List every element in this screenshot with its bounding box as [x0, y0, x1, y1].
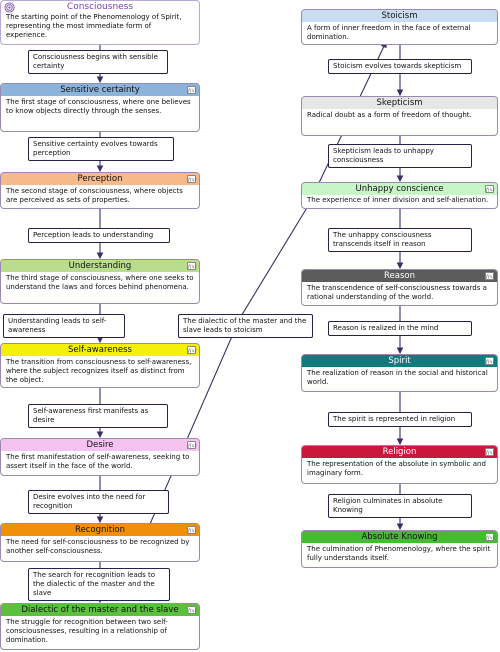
relation-label[interactable]: Reason is realized in the mind — [328, 321, 472, 336]
formula-icon: f(x) — [485, 533, 495, 541]
node-title: Desire — [1, 439, 199, 451]
node-title: Sensitive certainty — [1, 84, 199, 96]
formula-icon: f(x) — [187, 86, 197, 94]
node-description: The second stage of consciousness, where… — [6, 187, 183, 205]
node-stoicism[interactable]: Stoicism A form of inner freedom in the … — [301, 9, 498, 45]
formula-icon: f(x) — [485, 272, 495, 280]
node-understanding[interactable]: Understanding f(x) The third stage of co… — [0, 259, 200, 304]
node-description: A form of inner freedom in the face of e… — [307, 24, 471, 42]
relation-label[interactable]: Sensitive certainty evolves towards perc… — [28, 137, 174, 161]
node-description: The struggle for recognition between two… — [6, 618, 168, 645]
formula-icon: f(x) — [187, 262, 197, 270]
node-absolute-knowing[interactable]: Absolute Knowing f(x) The culmination of… — [301, 530, 498, 568]
node-self-awareness[interactable]: Self-awareness f(x) The transition from … — [0, 343, 200, 388]
node-desire[interactable]: Desire f(x) The first manifestation of s… — [0, 438, 200, 476]
node-religion[interactable]: Religion f(x) The representation of the … — [301, 445, 498, 484]
node-description: The realization of reason in the social … — [307, 369, 488, 387]
relation-label[interactable]: The dialectic of the master and the slav… — [178, 314, 313, 338]
node-title: Recognition — [1, 524, 199, 536]
relation-label[interactable]: Understanding leads to self-awareness — [3, 314, 125, 338]
relation-label[interactable]: Religion culminates in absolute Knowing — [328, 494, 472, 518]
relation-label[interactable]: The unhappy consciousness transcends its… — [328, 228, 472, 252]
node-sensitive-certainty[interactable]: Sensitive certainty f(x) The first stage… — [0, 83, 200, 132]
node-consciousness[interactable]: Consciousness The starting point of the … — [0, 0, 200, 45]
node-description: The starting point of the Phenomenology … — [6, 13, 182, 40]
node-description: The third stage of consciousness, where … — [6, 274, 194, 292]
node-description: The need for self-consciousness to be re… — [6, 538, 190, 556]
node-title: Dialectic of the master and the slave — [1, 604, 199, 616]
relation-label[interactable]: Desire evolves into the need for recogni… — [28, 490, 169, 514]
node-skepticism[interactable]: Skepticism Radical doubt as a form of fr… — [301, 96, 498, 136]
relation-label[interactable]: Stoicism evolves towards skepticism — [328, 59, 472, 74]
node-title: Stoicism — [302, 10, 497, 22]
node-description: The first manifestation of self-awarenes… — [6, 453, 190, 471]
node-dialectic[interactable]: Dialectic of the master and the slave f(… — [0, 603, 200, 650]
node-title: Absolute Knowing — [302, 531, 497, 543]
node-description: The culmination of Phenomenology, where … — [307, 545, 491, 563]
node-title: Perception — [1, 173, 199, 185]
formula-icon: f(x) — [187, 346, 197, 354]
formula-icon: f(x) — [485, 185, 495, 193]
node-description: The representation of the absolute in sy… — [307, 460, 486, 478]
node-recognition[interactable]: Recognition f(x) The need for self-consc… — [0, 523, 200, 562]
node-title: Religion — [302, 446, 497, 458]
relation-label[interactable]: Self-awareness first manifests as desire — [28, 404, 168, 428]
node-title: Unhappy conscience — [302, 183, 497, 195]
formula-icon: f(x) — [187, 526, 197, 534]
formula-icon: f(x) — [187, 175, 197, 183]
relation-label[interactable]: The search for recognition leads to the … — [28, 568, 170, 601]
node-title: Consciousness — [66, 2, 134, 12]
node-title: Spirit — [302, 355, 497, 367]
relation-label[interactable]: Perception leads to understanding — [28, 228, 170, 243]
relation-label[interactable]: The spirit is represented in religion — [328, 412, 472, 427]
spiral-icon — [4, 2, 15, 13]
formula-icon: f(x) — [187, 441, 197, 449]
node-title: Self-awareness — [1, 344, 199, 356]
relation-label[interactable]: Skepticism leads to unhappy consciousnes… — [328, 144, 472, 168]
relation-label[interactable]: Consciousness begins with sensible certa… — [28, 50, 168, 74]
node-description: The first stage of consciousness, where … — [6, 98, 191, 116]
node-description: The transcendence of self-consciousness … — [307, 284, 487, 302]
node-perception[interactable]: Perception f(x) The second stage of cons… — [0, 172, 200, 209]
node-spirit[interactable]: Spirit f(x) The realization of reason in… — [301, 354, 498, 392]
node-description: Radical doubt as a form of freedom of th… — [307, 111, 472, 119]
node-title: Understanding — [1, 260, 199, 272]
node-title: Skepticism — [302, 97, 497, 109]
node-title: Reason — [302, 270, 497, 282]
formula-icon: f(x) — [187, 606, 197, 614]
node-unhappy-conscience[interactable]: Unhappy conscience f(x) The experience o… — [301, 182, 498, 209]
node-description: The transition from consciousness to sel… — [6, 358, 192, 385]
node-reason[interactable]: Reason f(x) The transcendence of self-co… — [301, 269, 498, 306]
formula-icon: f(x) — [485, 357, 495, 365]
node-description: The experience of inner division and sel… — [307, 196, 489, 204]
formula-icon: f(x) — [485, 448, 495, 456]
